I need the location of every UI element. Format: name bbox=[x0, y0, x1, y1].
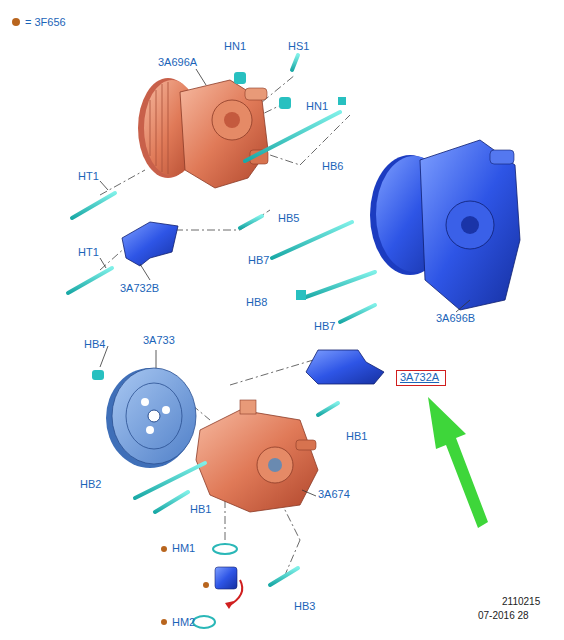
part-label: HT1 bbox=[78, 246, 99, 259]
part-label: HB2 bbox=[80, 478, 101, 491]
part-label: HB5 bbox=[278, 212, 299, 225]
part-label: 3A696B bbox=[436, 312, 475, 325]
pulley-3A733 bbox=[106, 368, 196, 468]
pump-3A696A bbox=[138, 78, 268, 188]
legend-entry: = 3F656 bbox=[12, 16, 66, 28]
part-label: HB6 bbox=[322, 160, 343, 173]
part-label: HS1 bbox=[288, 40, 309, 53]
pump-body-3A674 bbox=[196, 400, 318, 512]
part-label: HB1 bbox=[190, 503, 211, 516]
part-label: HB4 bbox=[84, 338, 105, 351]
drawing-note: 07-2016 28 bbox=[478, 609, 529, 622]
drawing-note: 2110215 bbox=[502, 595, 540, 608]
part-label: HB8 bbox=[246, 296, 267, 309]
part-label: HB7 bbox=[248, 254, 269, 267]
part-label: 3A674 bbox=[318, 488, 350, 501]
callout-box: 3A732A bbox=[396, 370, 446, 386]
part-label: 3A732B bbox=[120, 282, 159, 295]
part-label: HM2 bbox=[172, 616, 195, 629]
part-label: HM1 bbox=[172, 542, 195, 555]
part-label: HN1 bbox=[224, 40, 246, 53]
part-label: HB3 bbox=[294, 600, 315, 613]
legend-dot bbox=[12, 18, 20, 26]
part-label: HB1 bbox=[346, 430, 367, 443]
part-label: 3A696A bbox=[158, 56, 197, 69]
legend-text: = 3F656 bbox=[25, 16, 66, 28]
part-label: 3A732A bbox=[400, 371, 442, 384]
part-label: HT1 bbox=[78, 170, 99, 183]
part-label: 3A733 bbox=[143, 334, 175, 347]
part-label: HB7 bbox=[314, 320, 335, 333]
part-label: HN1 bbox=[306, 100, 328, 113]
pump-3A696B bbox=[370, 140, 520, 310]
